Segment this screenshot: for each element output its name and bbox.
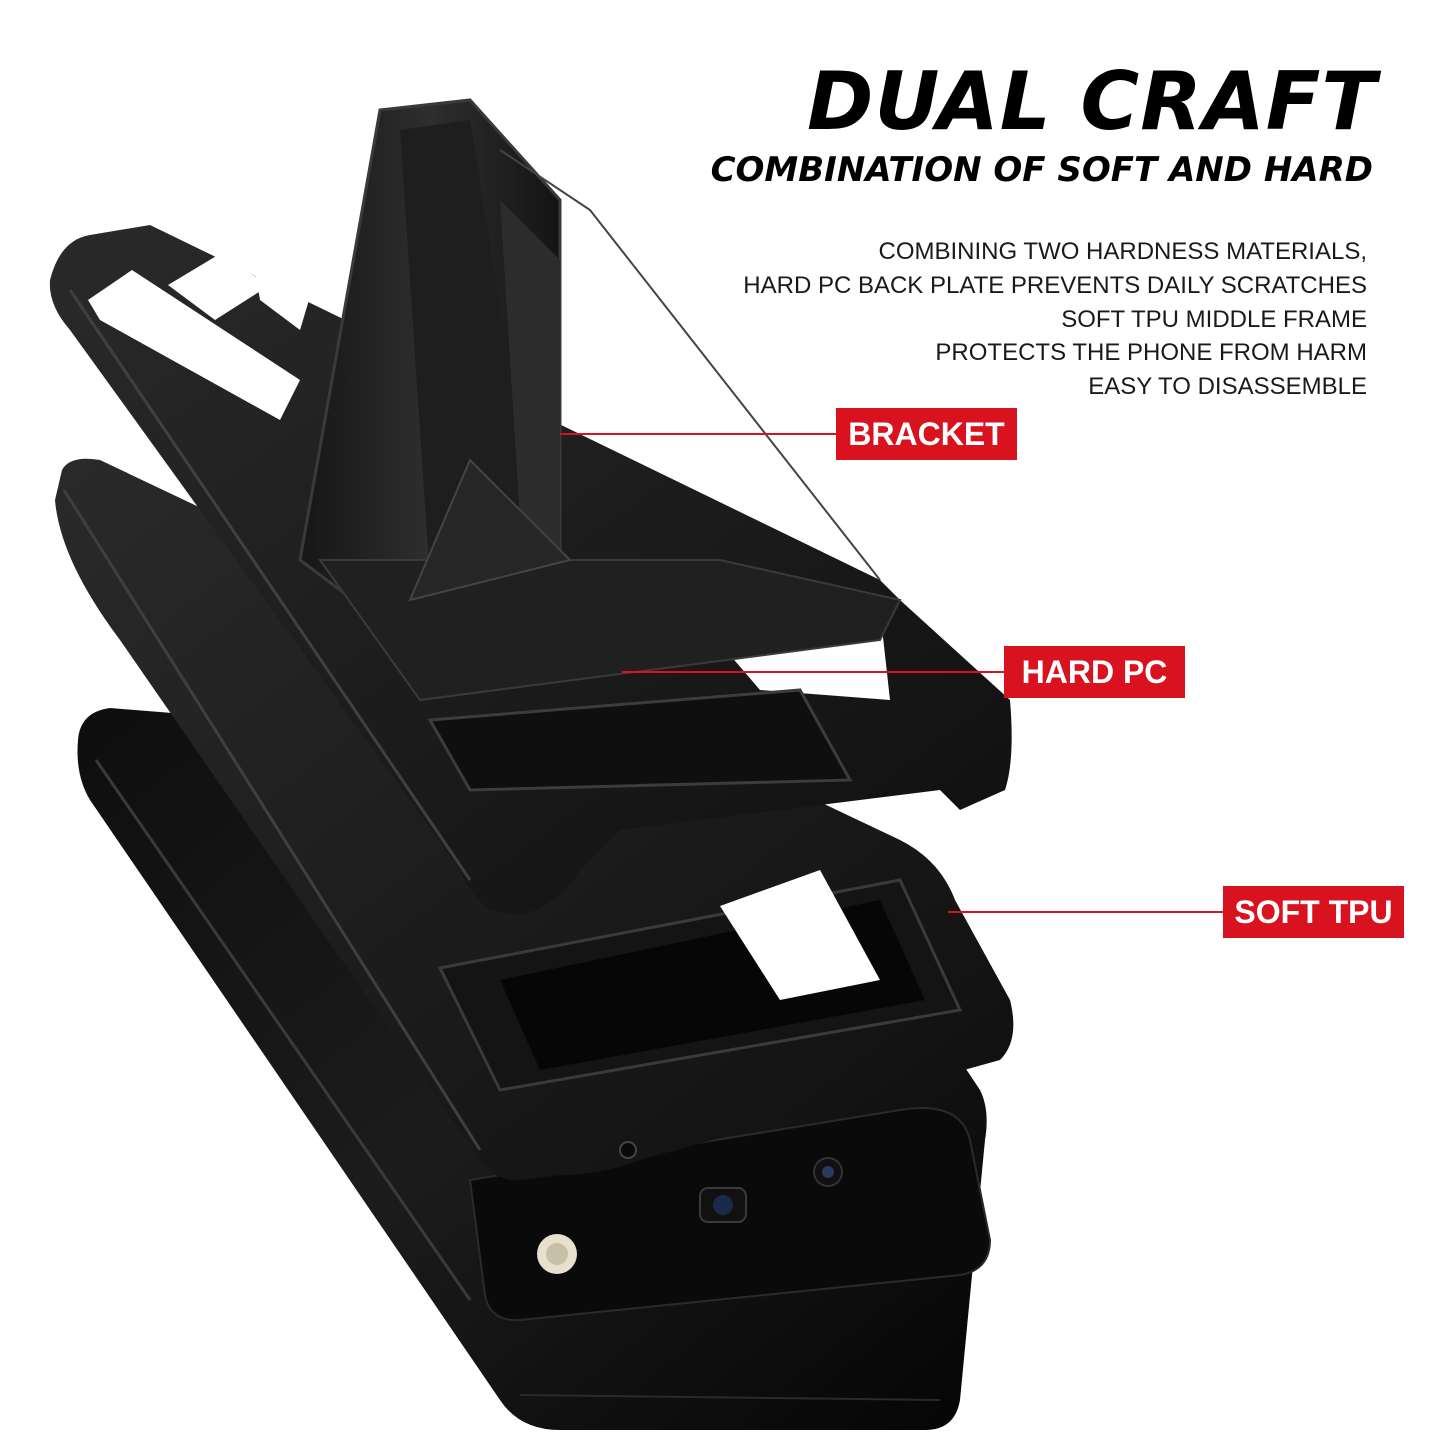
page-title: DUAL CRAFT bbox=[807, 55, 1377, 148]
feature-description: COMBINING TWO HARDNESS MATERIALS, HARD P… bbox=[647, 235, 1367, 404]
bracket-label: BRACKET bbox=[836, 408, 1017, 460]
description-line: PROTECTS THE PHONE FROM HARM bbox=[935, 339, 1367, 367]
page-subtitle: COMBINATION OF SOFT AND HARD bbox=[710, 150, 1373, 190]
kickstand-bracket bbox=[298, 98, 902, 702]
description-line: EASY TO DISASSEMBLE bbox=[1088, 373, 1367, 401]
hard-pc-label: HARD PC bbox=[1004, 646, 1185, 698]
description-line: HARD PC BACK PLATE PREVENTS DAILY SCRATC… bbox=[743, 271, 1367, 299]
description-line: SOFT TPU MIDDLE FRAME bbox=[1061, 305, 1367, 333]
soft-tpu-label: SOFT TPU bbox=[1223, 886, 1404, 938]
description-line: COMBINING TWO HARDNESS MATERIALS, bbox=[878, 238, 1368, 265]
